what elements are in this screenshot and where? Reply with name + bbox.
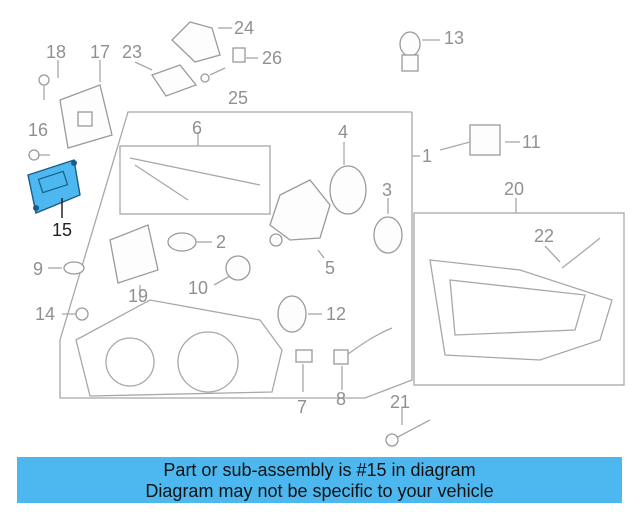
callout-26: 26	[262, 48, 282, 68]
headlamp-housing	[75, 299, 283, 397]
part-13-bulb	[399, 31, 440, 72]
part-10-socket	[213, 255, 251, 286]
part-22-cable	[544, 237, 601, 269]
part-11-xenon-bulb	[439, 124, 520, 156]
part-12-socket	[277, 295, 322, 333]
banner-line-2: Diagram may not be specific to your vehi…	[145, 481, 494, 501]
callout-10: 10	[188, 278, 208, 298]
banner-line-1: Part or sub-assembly is #15 in diagram	[163, 460, 476, 480]
callout-5: 5	[325, 258, 335, 278]
callout-13: 13	[444, 28, 464, 48]
part-3-ring	[373, 198, 403, 254]
part-20-bracket	[429, 198, 613, 361]
part-26-clip	[232, 47, 258, 63]
callout-21: 21	[390, 392, 410, 412]
part-21-bolt	[385, 408, 431, 447]
callout-6: 6	[192, 118, 202, 138]
callout-3: 3	[382, 180, 392, 200]
part-2-cap	[167, 232, 212, 252]
callout-23: 23	[122, 42, 142, 62]
part-7-bulb	[295, 349, 313, 392]
callout-18: 18	[46, 42, 66, 62]
callout-12: 12	[326, 304, 346, 324]
callout-8: 8	[336, 389, 346, 409]
part-25-screw	[200, 67, 226, 83]
callout-15[interactable]: 15	[52, 220, 72, 240]
parts-diagram: 1 2 3 4 5 6 7 8 9 10 11 12 13 14 15 16 1…	[27, 18, 625, 447]
part-6-leveling-rod	[129, 132, 261, 201]
part-5-motor	[269, 179, 331, 259]
callout-11: 11	[522, 132, 541, 152]
part-9-bulb	[48, 261, 85, 275]
callout-19: 19	[128, 286, 148, 306]
callout-2: 2	[216, 232, 226, 252]
part-8-harness	[333, 327, 393, 390]
part-17-module	[59, 60, 113, 149]
callout-17: 17	[90, 42, 110, 62]
callout-25: 25	[228, 88, 248, 108]
callout-9: 9	[33, 259, 43, 279]
part-4-ring	[329, 142, 367, 215]
part-18-bolt	[38, 60, 59, 100]
callout-14: 14	[35, 304, 55, 324]
part-24-bracket	[171, 21, 232, 63]
callout-4: 4	[338, 122, 348, 142]
part-16-bolt	[28, 149, 50, 161]
callout-16: 16	[28, 120, 48, 140]
part-23-connector	[134, 61, 198, 97]
callout-22: 22	[534, 226, 554, 246]
part-19-cover	[109, 224, 159, 300]
callout-7: 7	[297, 397, 307, 417]
info-banner: Part or sub-assembly is #15 in diagram D…	[17, 457, 622, 503]
callout-20: 20	[504, 179, 524, 199]
part-15-control-module[interactable]	[27, 159, 81, 218]
callout-1: 1	[422, 146, 432, 166]
part-14-bulb	[62, 307, 89, 321]
callout-24: 24	[234, 18, 254, 38]
